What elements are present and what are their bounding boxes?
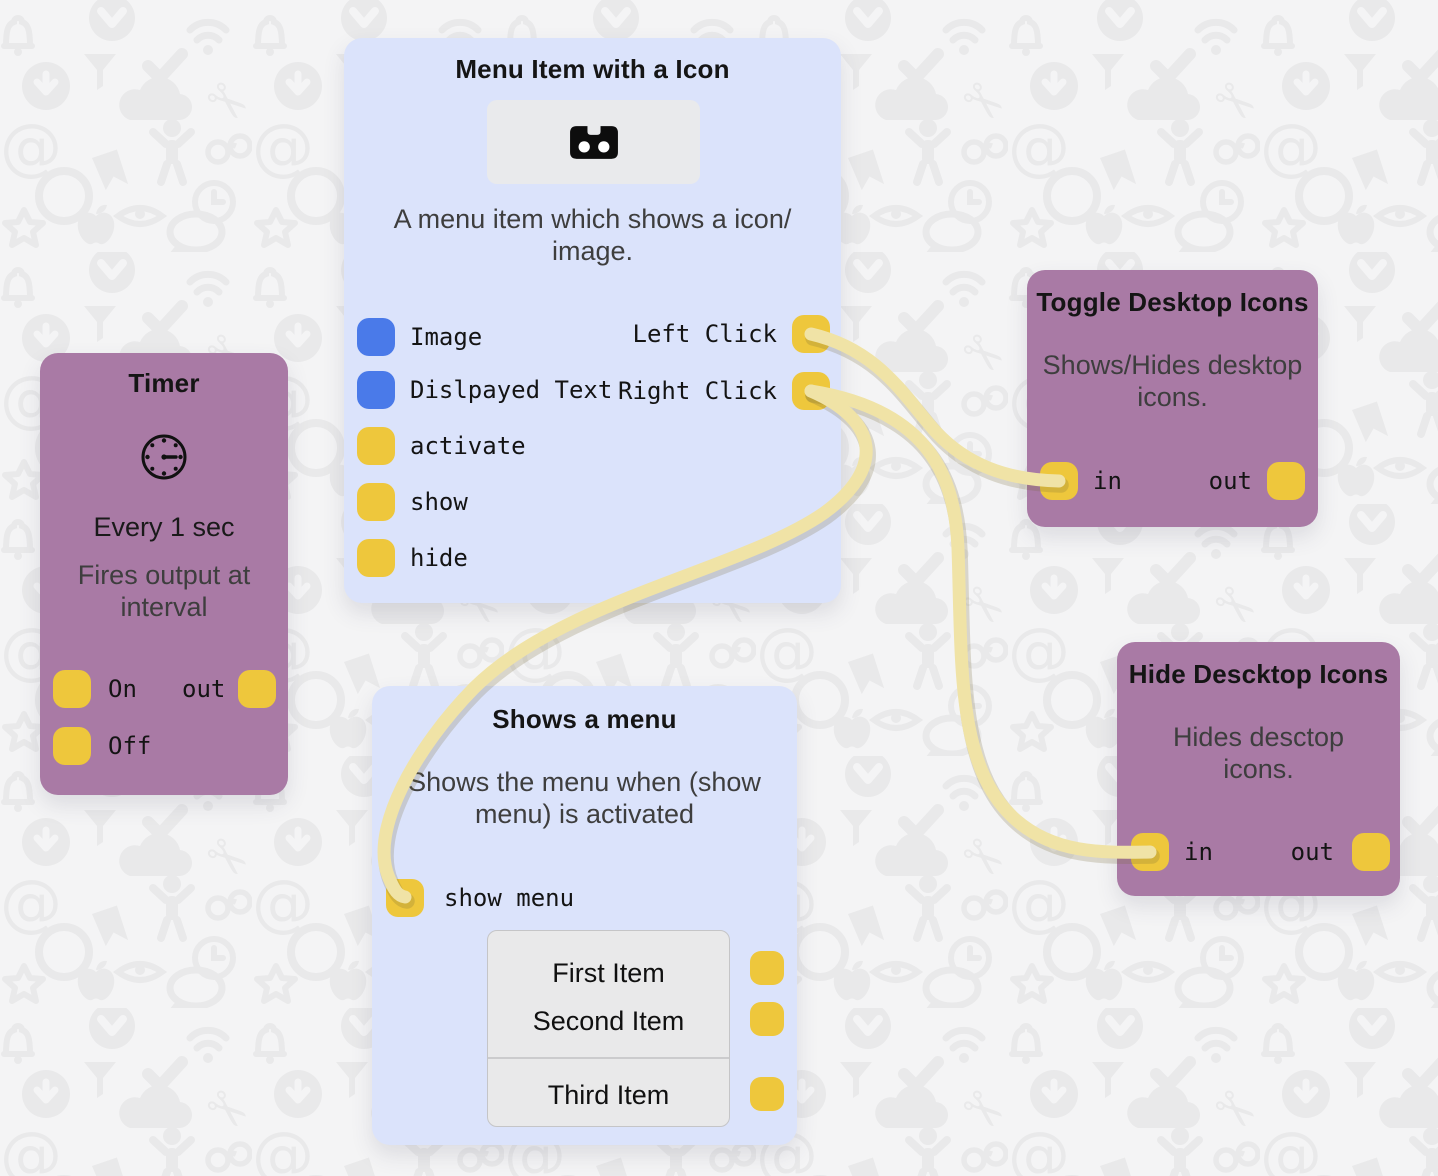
node-description: Hides desctop icons. xyxy=(1172,722,1345,784)
node-title: Hide Descktop Icons xyxy=(1128,659,1389,689)
port-toggle-out[interactable] xyxy=(1267,462,1305,500)
port-label-left-click: Left Click xyxy=(632,320,778,348)
port-toggle-in[interactable] xyxy=(1040,462,1078,500)
port-label-image: Image xyxy=(410,323,483,351)
port-displayed-text[interactable] xyxy=(357,371,395,409)
port-left-click[interactable] xyxy=(792,315,830,353)
node-timer[interactable]: Timer Every 1 sec Fires output at interv… xyxy=(40,353,288,795)
clock-icon xyxy=(40,431,288,483)
port-label-in: in xyxy=(1184,838,1213,866)
port-label-displayed-text: Dislpayed Text xyxy=(410,376,613,404)
node-hide-desktop-icons[interactable]: Hide Descktop Icons Hides desctop icons.… xyxy=(1117,642,1400,896)
port-hide-in[interactable] xyxy=(1131,833,1169,871)
port-timer-out[interactable] xyxy=(238,670,276,708)
menu-item-first[interactable]: First Item xyxy=(552,958,665,988)
port-label-off: Off xyxy=(108,732,152,760)
node-toggle-desktop-icons[interactable]: Toggle Desktop Icons Shows/Hides desktop… xyxy=(1027,270,1318,527)
port-timer-off[interactable] xyxy=(53,727,91,765)
node-shows-a-menu[interactable]: Shows a menu Shows the menu when (show m… xyxy=(372,686,797,1145)
port-label-out: out xyxy=(182,675,226,703)
port-image[interactable] xyxy=(357,318,395,356)
port-label-activate: activate xyxy=(410,432,526,460)
port-label-show: show xyxy=(410,488,468,516)
port-hide-out[interactable] xyxy=(1352,833,1390,871)
port-second-item[interactable] xyxy=(750,1002,784,1036)
node-description: Shows/Hides desktop icons. xyxy=(1042,350,1303,412)
port-first-item[interactable] xyxy=(750,951,784,985)
port-show[interactable] xyxy=(357,483,395,521)
node-title: Menu Item with a Icon xyxy=(455,54,730,84)
port-label-right-click: Right Click xyxy=(618,377,777,405)
port-label-out: out xyxy=(1290,838,1334,866)
node-description: A menu item which shows a icon/ image. xyxy=(393,204,792,266)
port-label-show-menu: show menu xyxy=(444,884,575,912)
menu-item-second[interactable]: Second Item xyxy=(532,1006,685,1036)
port-label-on: On xyxy=(108,675,137,703)
node-menu-item[interactable]: Menu Item with a Icon A menu item which … xyxy=(344,38,841,603)
node-title: Timer xyxy=(128,368,200,398)
node-title: Shows a menu xyxy=(492,704,677,734)
port-right-click[interactable] xyxy=(792,372,830,410)
icon-preview-box xyxy=(487,100,700,184)
port-show-menu[interactable] xyxy=(386,879,424,917)
port-label-hide: hide xyxy=(410,544,468,572)
node-title: Toggle Desktop Icons xyxy=(1036,287,1309,317)
menu-preview-box: First Item Second Item Third Item xyxy=(487,930,730,1127)
port-third-item[interactable] xyxy=(750,1077,784,1111)
port-label-out: out xyxy=(1208,467,1252,495)
node-description: Shows the menu when (show menu) is activ… xyxy=(408,767,761,829)
port-timer-on[interactable] xyxy=(53,670,91,708)
port-activate[interactable] xyxy=(357,427,395,465)
node-description: Fires output at interval xyxy=(77,560,251,622)
menu-divider xyxy=(488,1057,729,1059)
port-label-in: in xyxy=(1093,467,1122,495)
menu-item-example-icon xyxy=(569,125,618,159)
timer-interval-label: Every 1 sec xyxy=(93,512,235,542)
menu-item-third[interactable]: Third Item xyxy=(547,1080,670,1110)
port-hide[interactable] xyxy=(357,539,395,577)
